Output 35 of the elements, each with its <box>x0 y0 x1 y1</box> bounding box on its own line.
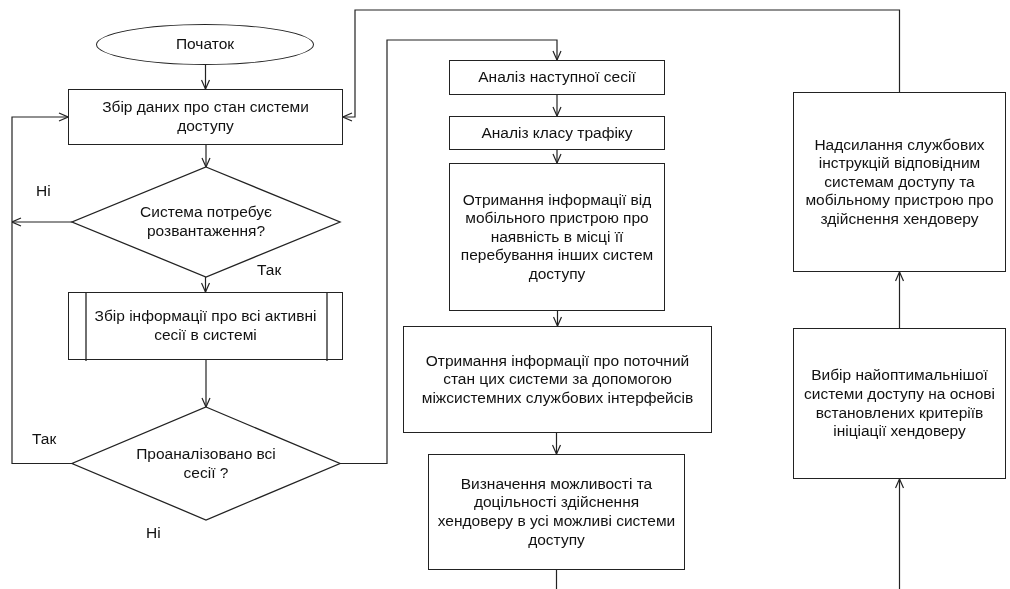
flow-arrow <box>339 39 562 465</box>
flow-arrow <box>551 432 562 455</box>
process-box <box>793 92 1006 272</box>
process-box <box>428 454 685 570</box>
process-box <box>403 326 712 433</box>
process-box <box>68 89 343 145</box>
step-text: Отримання інформації про поточний стан цих системи за допомогою міжсистемних службових інтерфейсів <box>420 351 695 408</box>
step-text: Отримання інформації від мобільного пристрою про наявність в місці її перебування інших систем доступу <box>459 190 655 284</box>
process-box <box>449 60 665 95</box>
process-box <box>449 163 665 311</box>
flow-arrow <box>552 310 563 327</box>
process-box <box>793 328 1006 479</box>
subroutine-box <box>68 292 343 360</box>
step-text: Надсилання службових інструкцій відповідним системам доступу та мобільному пристрою про здійснення хендоверу <box>804 135 995 229</box>
flow-arrow <box>200 64 211 90</box>
flow-arrow <box>894 271 905 329</box>
step-text: Вибір найоптимальнішої системи доступу на основі встановлених критеріїв ініціації хендоверу <box>803 366 996 441</box>
decision-text: Проаналізовано всі сесії ? <box>135 444 277 483</box>
step-text: Визначення можливості та доцільності здійснення хендоверу в усі можливі системи доступу <box>436 474 677 550</box>
step-text: Аналіз класу трафіку <box>481 123 633 143</box>
flow-arrow <box>201 144 211 168</box>
step-text: Збір інформації про всі активні сесії в системі <box>93 307 318 345</box>
process-box <box>449 116 665 150</box>
terminator-text: Початок <box>175 35 235 54</box>
decision-text: Система потребує розвантаження? <box>139 203 273 241</box>
flow-arrow <box>201 359 211 408</box>
flow-arrow <box>342 9 901 122</box>
step-text: Аналіз наступної сесії <box>478 68 636 87</box>
flow-arrow <box>552 149 562 164</box>
flow-arrow <box>552 94 562 117</box>
step-text: Збір даних про стан системи доступу <box>101 98 310 136</box>
flow-arrow <box>894 478 905 589</box>
flow-arrow <box>11 112 73 465</box>
flow-arrow <box>200 276 211 293</box>
flow-arrow <box>11 217 73 227</box>
